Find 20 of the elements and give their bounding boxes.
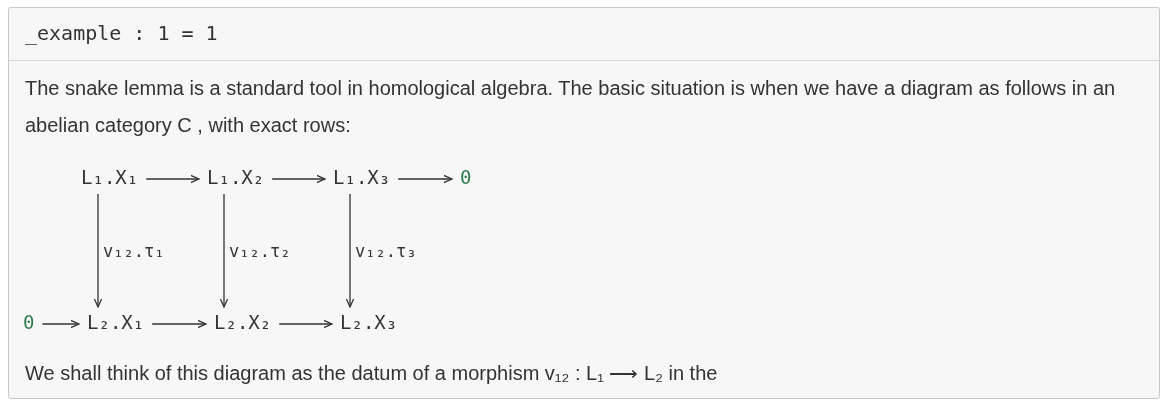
diagram-object: L₂.X₃ [340,311,398,333]
diagram-object: L₁.X₂ [207,166,265,188]
arrow [41,319,80,329]
arrow [397,174,453,184]
arrow [271,174,326,184]
diagram-object: L₁.X₁ [81,166,139,188]
diagram-object: 0 [23,311,35,333]
diagram-object: 0 [460,166,472,188]
arrow [219,193,229,308]
arrow [151,319,207,329]
diagram-object: L₂.X₂ [214,311,272,333]
diagram-object: L₁.X₃ [333,166,391,188]
code-signature: _example : 1 = 1 [25,21,218,45]
arrow [145,174,200,184]
diagram-object: L₂.X₁ [87,311,145,333]
arrow [345,193,355,308]
arrow [278,319,333,329]
paragraph: We shall think of this diagram as the datum of a morphism v₁₂ : L₁ ⟶ L₂ in the [25,361,719,386]
arrow [93,193,103,308]
paragraph: The snake lemma is a standard tool in homological algebra. The basic situation is when we have a diagram as follows in an abelian category C , with exact rows: [25,76,1117,138]
